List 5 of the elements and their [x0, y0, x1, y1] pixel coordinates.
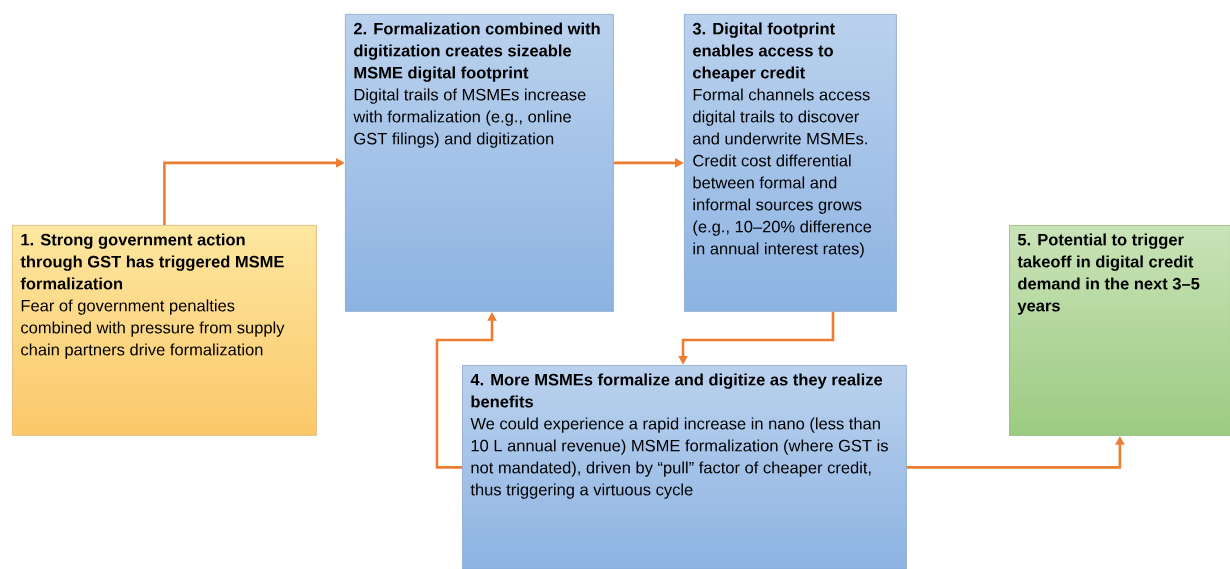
process-box: 1. Strong government action through GST has triggered MSME formalization Fear of government penalties combined with pressure from supply chain partners drive formalization: [12, 225, 317, 436]
process-box: 4. More MSMEs formalize and digitize as they realize benefits We could experience a rapid increase in nano (less than 10 L annual revenue) MSME formalization (where GST is not mandated), driven by “pull” factor of cheaper credit, thus triggering a virtuous cycle: [462, 365, 907, 569]
process-box: 2. Formalization combined with digitization creates sizeable MSME digital footprint Digital trails of MSMEs increase with formalization (e.g., online GST filings) and digitization: [345, 14, 614, 312]
process-box: 5. Potential to trigger takeoff in digital credit demand in the next 3–5 years: [1009, 225, 1230, 436]
process-box: 3. Digital footprint enables access to cheaper credit Formal channels access digital trails to discover and underwrite MSMEs. Credit cost differential between formal and informal sources grows (e.g., 10–20% difference in annual interest rates): [684, 14, 897, 312]
